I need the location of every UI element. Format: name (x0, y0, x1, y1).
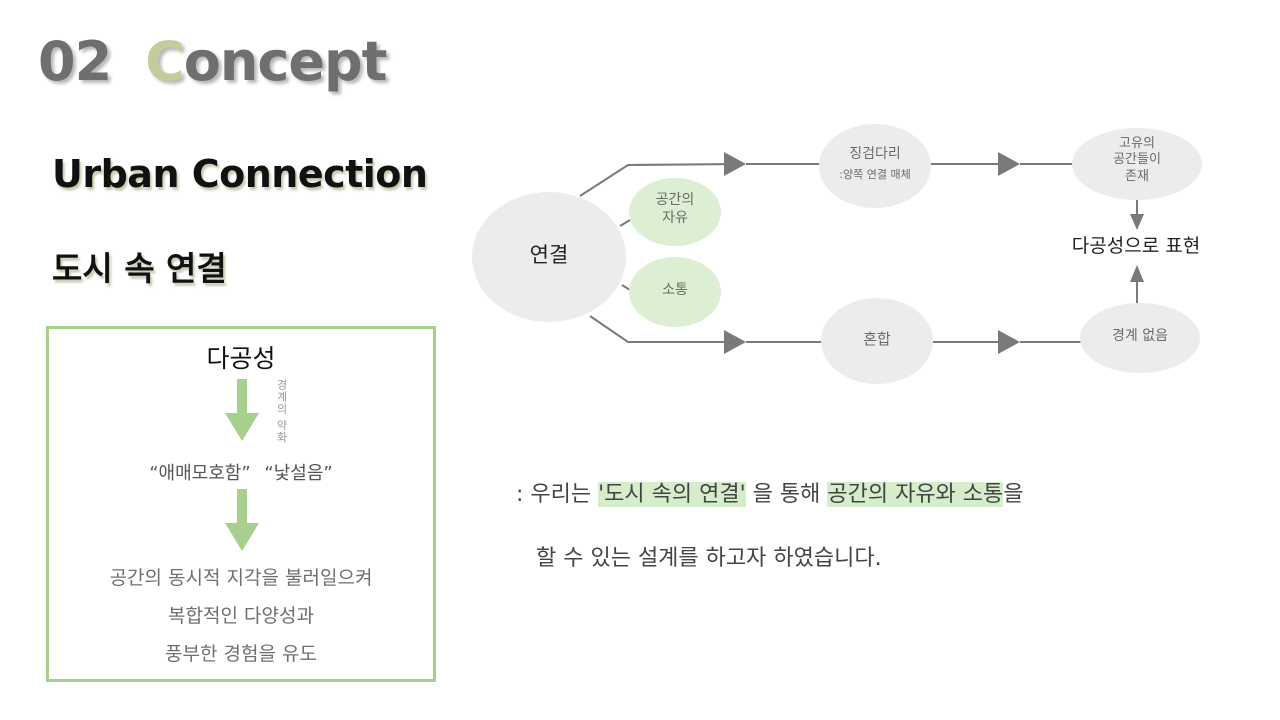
label-connection: 연결 (529, 243, 569, 267)
down-arrow-icon (225, 379, 259, 441)
description-suffix: 을 (1003, 482, 1024, 507)
porosity-heading: 다공성 (206, 344, 276, 373)
box-line-3: 풍부한 경험을 유도 (165, 643, 317, 665)
title-first-letter: C (145, 30, 185, 93)
arrowhead-icon (724, 152, 746, 176)
subtitle-english: Urban Connection (52, 152, 428, 196)
quote-row: “애매모호함” “낯설음” (49, 459, 433, 485)
description-middle: 을 통해 (745, 482, 828, 507)
label-unique-spaces: 고유의 공간들이 존재 (1087, 136, 1187, 185)
highlight-freedom-communication: 공간의 자유와 소통 (827, 482, 1004, 507)
label-space-freedom-line-1: 공간의 (655, 192, 695, 208)
label-no-boundary: 경계 없음 (1112, 328, 1168, 344)
branch-line-lower (589, 315, 740, 343)
label-porosity-result: 다공성으로 표현 (1071, 235, 1201, 257)
label-stepping-stone-line-2: :양쪽 연결 매체 (839, 167, 911, 181)
box-line-2: 복합적인 다양성과 (168, 605, 314, 627)
subtitle-korean: 도시 속 연결 (52, 249, 227, 288)
label-mixing: 혼합 (863, 330, 891, 348)
node-stepping-stone (819, 124, 931, 208)
arrowhead-icon (1130, 265, 1144, 282)
description-line-2: 할 수 있는 설계를 하고자 하였습니다. (536, 546, 882, 571)
label-stepping-stone-line-1: 징검다리 (849, 146, 901, 162)
quote-ambiguity: “애매모호함” (149, 463, 251, 484)
node-mixing (821, 298, 933, 384)
description-line-1: : 우리는 '도시 속의 연결' 을 통해 공간의 자유와 소통을 (516, 476, 1256, 508)
node-communication (629, 257, 721, 327)
label-space-freedom: 공간의 자유 (630, 192, 720, 227)
branch-line-upper (579, 163, 741, 197)
weakened-boundary-note: 경계의 약화 (275, 379, 288, 444)
label-space-freedom-line-2: 자유 (662, 209, 688, 226)
box-line-1: 공간의 동시적 지각을 불러일으켜 (109, 567, 373, 589)
highlight-urban-connection: '도시 속의 연결' (598, 482, 746, 507)
porosity-box: 다공성 경계의 약화 “애매모호함” “낯설음” 공간의 동시적 지각을 불러일… (46, 326, 436, 682)
connector-line (619, 219, 631, 227)
connector-line (621, 284, 631, 291)
label-stepping-stone: 징검다리 :양쪽 연결 매체 (815, 146, 935, 181)
page-title: 02 Concept (38, 30, 388, 93)
arrowhead-icon (998, 330, 1020, 354)
node-unique-spaces (1072, 128, 1202, 200)
label-unique-spaces-line-3: 존재 (1125, 168, 1149, 184)
title-rest: oncept (183, 30, 388, 93)
arrowhead-icon (998, 152, 1020, 176)
arrowhead-icon (1130, 214, 1144, 230)
arrowhead-icon (724, 330, 746, 354)
section-number: 02 (38, 30, 112, 93)
quote-unfamiliarity: “낯설음” (264, 463, 333, 484)
node-no-boundary (1080, 303, 1200, 373)
down-arrow-icon (225, 489, 259, 551)
label-communication: 소통 (662, 282, 688, 298)
description-prefix: : 우리는 (516, 482, 599, 507)
label-unique-spaces-line-1: 고유의 (1119, 136, 1155, 151)
node-connection (472, 192, 626, 322)
node-space-freedom (629, 178, 721, 246)
label-unique-spaces-line-2: 공간들이 (1113, 152, 1161, 168)
